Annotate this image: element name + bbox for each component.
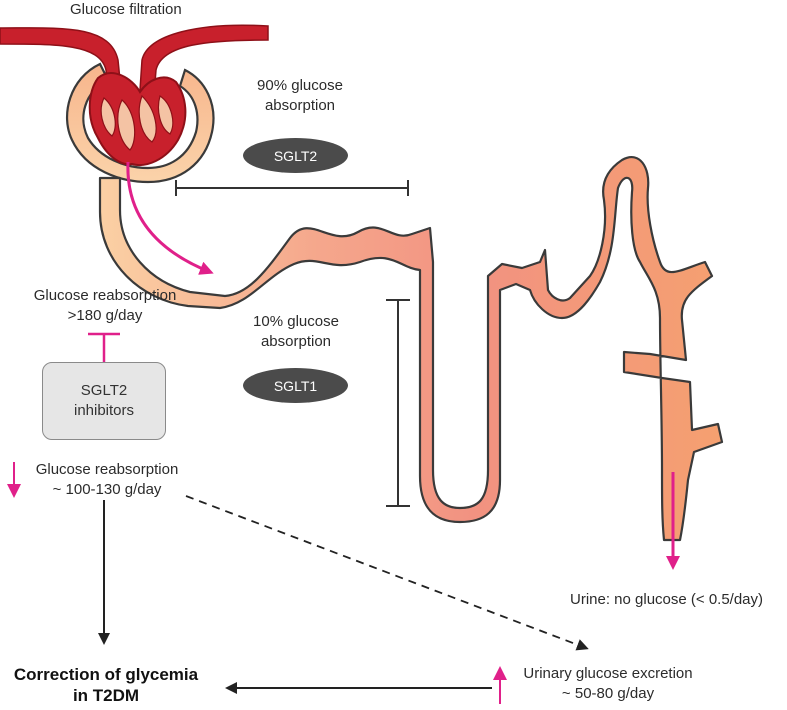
correction-label: Correction of glycemia in T2DM xyxy=(13,665,199,705)
inhibition-bar xyxy=(88,332,120,362)
filtration-flow-arrow xyxy=(126,161,214,275)
urine-label: Urine: no glucose (< 0.5/day) xyxy=(570,591,764,608)
sglt2-segment-bracket xyxy=(175,180,409,196)
excretion-label: Urinary glucose excretion ~ 50-80 g/day xyxy=(523,665,693,702)
sglt1-pill: SGLT1 xyxy=(243,368,348,403)
absorption-10-label: 10% glucose absorption xyxy=(253,313,339,350)
reabsorption-high-label: Glucose reabsorption >180 g/day xyxy=(33,287,177,324)
sglt1-segment-bracket xyxy=(386,299,410,507)
sglt2-pill: SGLT2 xyxy=(243,138,348,173)
proximal-tubule xyxy=(98,156,724,542)
glomerulus xyxy=(0,24,269,166)
glucose-filtration-label: Glucose filtration xyxy=(70,1,182,18)
reabsorption-low-label: Glucose reabsorption ~ 100-130 g/day xyxy=(35,461,179,498)
capsule-cup xyxy=(65,62,215,184)
sglt2-inhibitors-box: SGLT2 inhibitors xyxy=(42,362,166,440)
to-excretion-arrow xyxy=(185,495,589,651)
absorption-90-label: 90% glucose absorption xyxy=(257,77,343,114)
